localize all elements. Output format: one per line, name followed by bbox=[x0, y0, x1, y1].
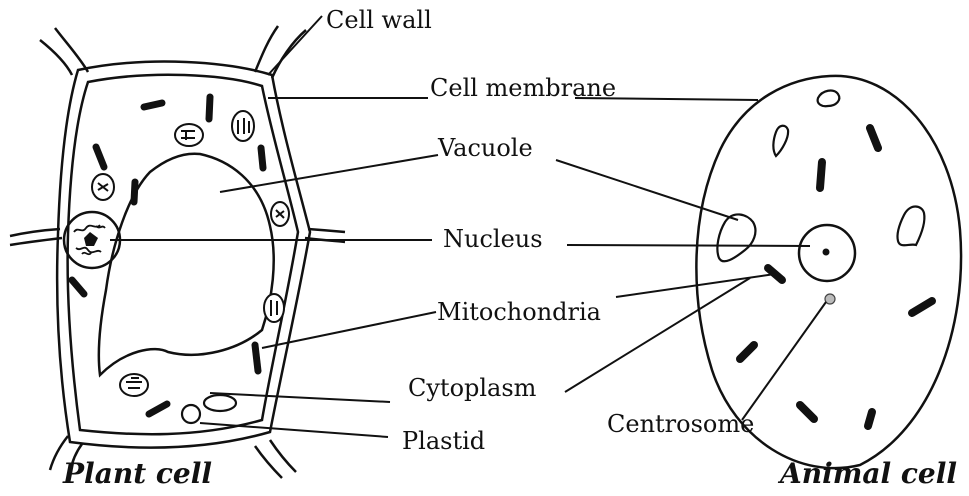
animal-nucleus bbox=[799, 225, 855, 281]
label-cell-membrane: Cell membrane bbox=[430, 74, 616, 102]
label-cytoplasm: Cytoplasm bbox=[408, 374, 537, 402]
label-vacuole: Vacuole bbox=[437, 134, 533, 162]
animal-cell-caption: Animal cell bbox=[777, 457, 957, 490]
label-nucleus: Nucleus bbox=[443, 225, 543, 253]
plant-cell-caption: Plant cell bbox=[62, 457, 212, 490]
label-centrosome: Centrosome bbox=[607, 410, 754, 438]
plant-mitochondria bbox=[72, 97, 263, 414]
label-mitochondria: Mitochondria bbox=[437, 298, 601, 326]
label-plastid: Plastid bbox=[402, 427, 485, 455]
label-cell-wall: Cell wall bbox=[326, 6, 432, 34]
plant-cell-wall bbox=[57, 62, 310, 448]
plant-plastids bbox=[182, 395, 236, 423]
plant-cell: Plant cell bbox=[10, 26, 345, 490]
labels: Cell wall Cell membrane Vacuole Nucleus … bbox=[326, 6, 754, 455]
